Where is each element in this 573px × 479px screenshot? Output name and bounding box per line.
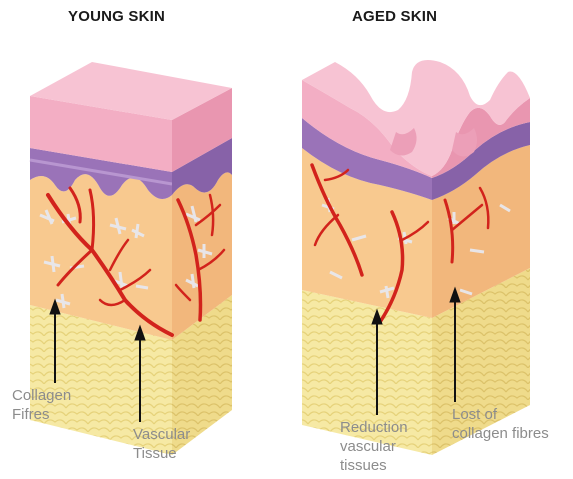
- reduction-vascular-label: Reduction vascular tissues: [340, 418, 408, 475]
- aged-skin-block: [302, 60, 530, 455]
- collagen-fibres-label: Collagen Fifres: [12, 386, 71, 424]
- vascular-tissue-label: Vascular Tissue: [133, 425, 190, 463]
- lost-collagen-label: Lost of collagen fibres: [452, 405, 549, 443]
